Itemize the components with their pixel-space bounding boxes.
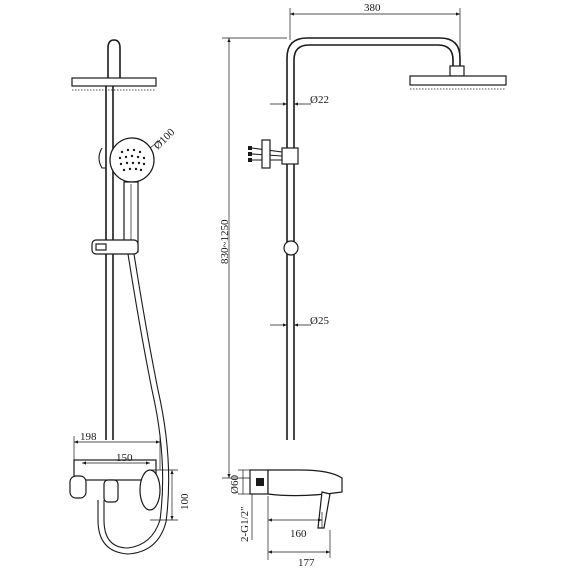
dim-380: 380 <box>364 2 381 14</box>
hand-shower-head <box>109 137 155 183</box>
overhead-arm <box>286 37 461 150</box>
dim-d100: Ø100 <box>152 126 178 152</box>
front-view: 198 150 100 Ø100 <box>69 39 191 555</box>
rain-head-side <box>409 75 507 86</box>
dim-d22: Ø22 <box>310 94 329 106</box>
mixer-side <box>267 469 343 497</box>
hose <box>103 253 164 549</box>
dim-100: 100 <box>179 493 191 510</box>
dim-177: 177 <box>298 557 315 568</box>
dim-thread: 2-G1/2" <box>239 506 251 542</box>
side-view: Ø22 Ø25 380 830~1250 Ø60 2-G1/2" <box>219 2 507 568</box>
dim-150: 150 <box>116 452 133 464</box>
dim-160: 160 <box>290 528 307 540</box>
rain-head-front <box>71 77 157 87</box>
dim-d25: Ø25 <box>310 315 329 327</box>
dim-830-1250: 830~1250 <box>219 219 231 264</box>
dim-d60: Ø60 <box>229 475 241 494</box>
slide-knob <box>283 240 299 256</box>
hand-shower-holes <box>118 148 146 172</box>
dim-198: 198 <box>80 431 97 443</box>
